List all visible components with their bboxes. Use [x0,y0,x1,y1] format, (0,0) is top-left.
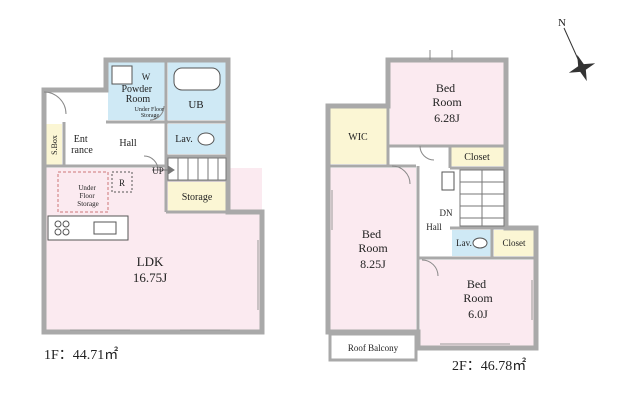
toilet-2f [472,237,488,249]
wic-area [330,108,388,164]
under-floor-storage-small-label: Under Floor Storage [135,107,166,119]
lav-area-1f [168,124,226,154]
floor-2 [325,50,539,362]
bed3-area [420,260,536,346]
closet2-area [494,230,534,256]
walls-2f [325,57,539,351]
bed1-area [390,62,504,146]
r-mark-label: R [119,178,125,188]
storage-label: Storage [182,192,213,203]
bed3-size-label: 6.0J [468,307,488,321]
closet1-label: Closet [464,152,490,163]
up-label: UP [152,166,164,176]
bed1-line1: Bed [436,81,455,95]
door-swings-2f [391,50,453,277]
north-label: N [558,17,566,29]
ufs-line2: Floor [80,192,96,200]
windows-1f [70,240,259,331]
closet2-label: Closet [502,238,526,248]
bed3-line1: Bed [467,277,486,291]
floor-1 [41,57,265,335]
powder-room-line2: Room [126,94,151,105]
toilet-1f [197,132,215,146]
bed2-size-label: 8.25J [360,257,386,271]
floor1-area-label: 1F：44.71㎡ [44,347,118,363]
powder-w-label: W [142,72,151,82]
roof-balcony-label: Roof Balcony [348,343,399,353]
bathtub [173,67,221,91]
entrance-line1: Ent [74,134,88,145]
labels-2f: Bed Room 6.28J WIC Closet Bed Room 8.25J… [348,81,526,374]
labels-1f: W Powder Room Under Floor Storage UB S.B… [44,72,213,363]
hall-label-1f: Hall [119,138,136,149]
fridge-space [111,171,133,193]
bed2-area [330,168,416,330]
lav-label-1f: Lav. [175,134,192,145]
dn-label: DN [440,208,453,218]
powder-room-label: Powder Room [121,84,154,105]
interior-walls-2f [328,106,536,332]
roof-balcony-area [328,332,418,362]
washer-box [111,65,133,85]
under-floor-storage-box [57,171,109,213]
bed2-line1: Bed [362,227,381,241]
bed3-label: Bed Room [463,277,493,305]
ldk-size-label: 16.75J [133,270,167,285]
bed2-line2: Room [358,241,388,255]
compass-needle [563,27,583,69]
compass: N [558,17,596,82]
stove-burners [54,220,70,236]
wic-label: WIC [348,132,368,143]
ub-label: UB [188,99,203,111]
ufs-line3: Storage [77,200,98,208]
entrance-label: Ent rance [71,134,93,156]
hall-label-2f: Hall [426,222,442,232]
door-swings-1f [43,91,165,171]
powder-room-line1: Powder [121,84,152,95]
storage-area [168,182,226,212]
small-sink-2f [441,171,455,191]
stairs-1f [152,157,227,181]
kitchen-sink [93,221,117,235]
windows-2f [331,190,533,345]
bed1-size-label: 6.28J [434,111,460,125]
bed2-label: Bed Room [358,227,388,255]
ldk-label: LDK [137,254,164,269]
ufs-line1: Under [78,184,96,192]
stairs-2f [459,169,505,227]
bed1-line2: Room [432,95,462,109]
sbox-area [46,124,62,166]
ufs-small-line1: Under Floor [135,107,165,113]
ufs-small-line2: Storage [141,113,160,119]
lav-label-2f: Lav. [456,238,472,248]
closet1-area [450,146,504,166]
bed3-line2: Room [463,291,493,305]
hall-area-2f [418,146,450,258]
bed1-label: Bed Room [432,81,462,109]
under-floor-storage-label: Under Floor Storage [77,184,98,208]
sbox-label: S.Box [50,135,59,155]
floor2-area-label: 2F：46.78㎡ [452,358,526,374]
entrance-line2: rance [71,145,93,156]
